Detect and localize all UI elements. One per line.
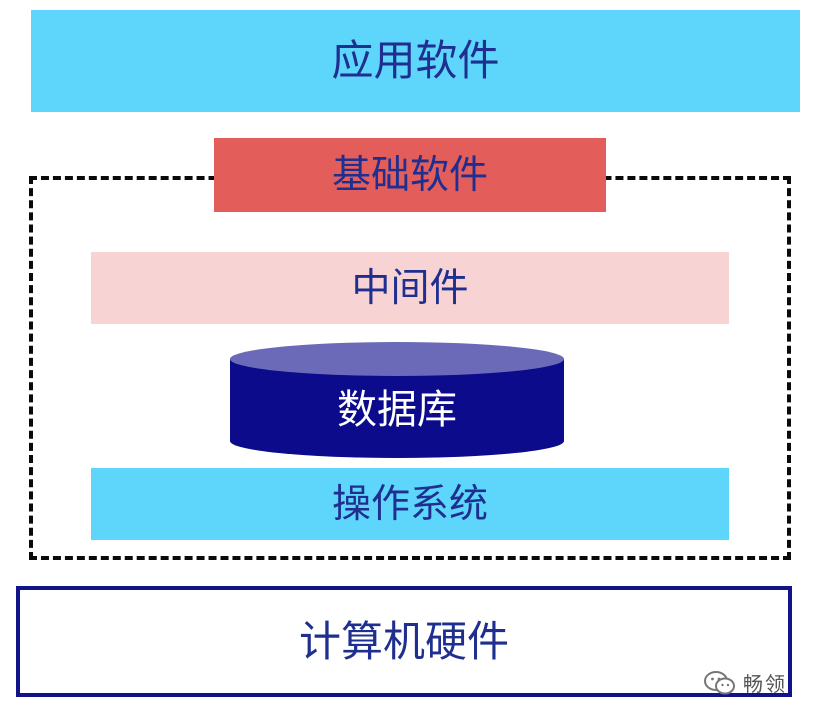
middleware-label: 中间件 [351, 265, 469, 311]
wechat-icon [704, 670, 735, 694]
foundation-software-tab: 基础软件 [214, 138, 606, 212]
foundation-software-label: 基础软件 [331, 152, 488, 198]
application-layer-label: 应用软件 [331, 36, 500, 85]
watermark-text: 畅领 [743, 672, 787, 696]
operating-system-label: 操作系统 [331, 481, 488, 527]
application-layer: 应用软件 [31, 10, 800, 112]
database-cylinder-icon [230, 342, 564, 458]
database-cylinder: 数据库 [230, 342, 564, 460]
database-body [230, 359, 564, 458]
hardware-layer: 计算机硬件 [16, 586, 792, 697]
middleware-layer: 中间件 [91, 252, 729, 324]
watermark: 畅领 [703, 668, 787, 697]
database-top [230, 342, 564, 376]
hardware-label: 计算机硬件 [298, 616, 509, 666]
database-label: 数据库 [337, 387, 457, 433]
operating-system-layer: 操作系统 [91, 468, 729, 540]
